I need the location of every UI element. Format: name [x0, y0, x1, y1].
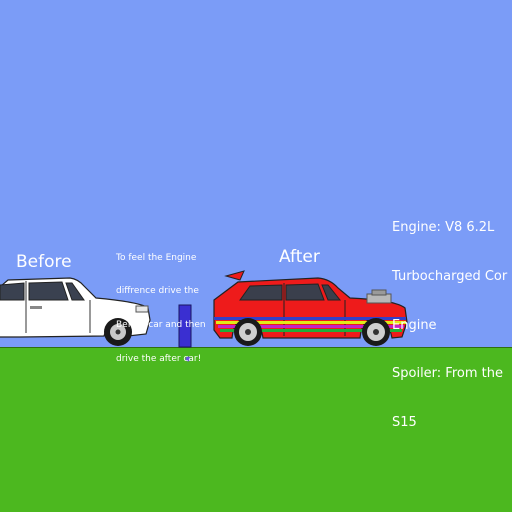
spec-line: Spoiler: From the [392, 366, 503, 382]
marker-dot [185, 356, 191, 362]
after-label: After [279, 247, 320, 267]
spec-line: S15 [392, 414, 417, 430]
hint-line: To feel the Engine [116, 252, 197, 263]
hint-line: drive the after car! [116, 354, 202, 365]
before-label: Before [16, 252, 72, 272]
after-car[interactable] [213, 270, 408, 346]
barrier-post [178, 304, 192, 348]
hint-text: To feel the Engine diffrence drive the B… [116, 230, 206, 377]
spec-text: Engine: V8 6.2L Turbocharged Cor Engine … [392, 188, 507, 447]
spec-line: Engine: V8 6.2L [392, 220, 495, 236]
spec-line: Turbocharged Cor [392, 269, 508, 285]
spoiler [224, 270, 245, 281]
spec-line: Engine [392, 317, 437, 333]
ground [0, 347, 512, 512]
hint-line: diffrence drive the [116, 286, 199, 297]
hint-line: Before car and then [116, 320, 206, 331]
before-car[interactable] [0, 277, 151, 346]
